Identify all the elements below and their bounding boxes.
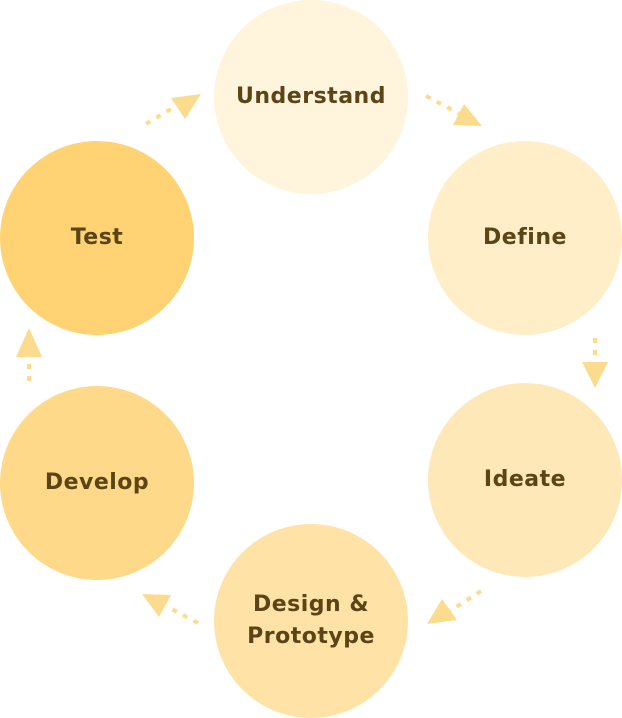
node-design-prototype-label: Design & Prototype [247,592,375,649]
node-define: Define [428,141,622,335]
node-define-label: Define [483,225,567,250]
arrow-understand-to-define [425,94,482,126]
node-design-prototype: Design & Prototype [214,524,408,718]
node-develop-label: Develop [44,470,150,495]
node-develop: Develop [0,386,194,580]
node-ideate: Ideate [428,383,622,577]
arrow-define-to-ideate [582,338,608,388]
node-understand-label: Understand [236,84,386,109]
node-test: Test [0,141,194,335]
arrow-develop-to-test [16,328,42,381]
node-ideate-label: Ideate [483,467,567,492]
node-understand: Understand [214,0,408,194]
node-test-label: Test [70,225,124,250]
arrow-test-to-understand [144,94,201,126]
arrow-design-to-develop [142,594,199,625]
arrow-ideate-to-design [427,589,483,624]
